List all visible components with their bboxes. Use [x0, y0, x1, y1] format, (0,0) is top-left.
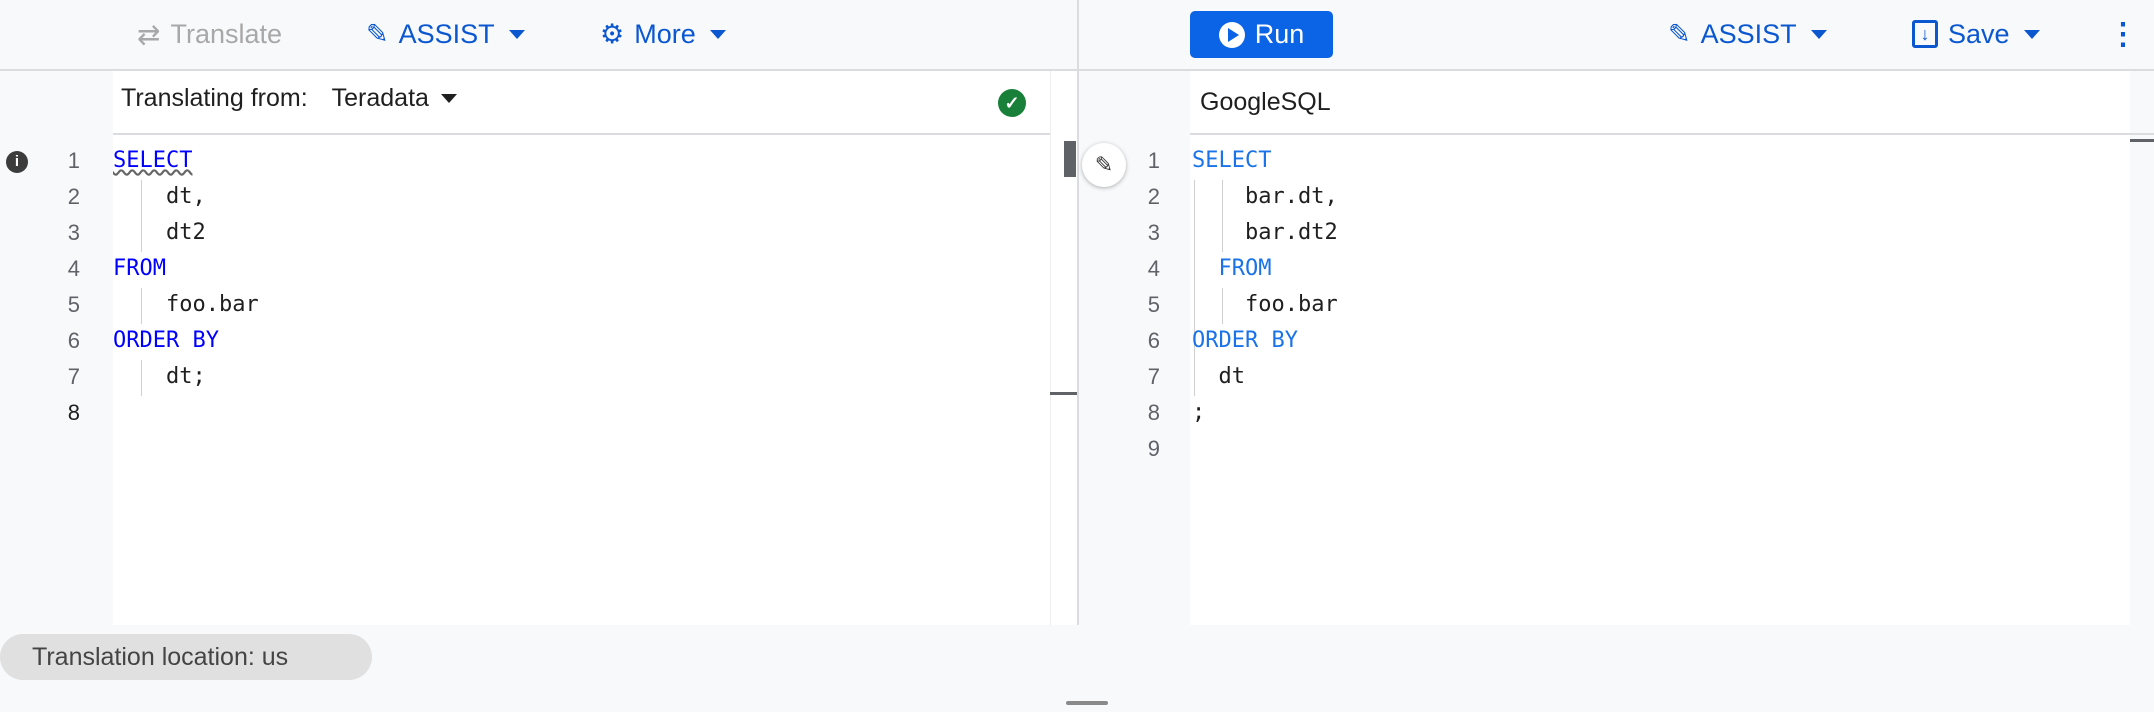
code-line: ORDER BY [113, 323, 219, 359]
dialect-select[interactable]: Teradata [332, 84, 457, 113]
code-line: ORDER BY [1192, 323, 1298, 359]
target-scrollbar[interactable] [2130, 139, 2154, 142]
pane-divider[interactable] [1077, 0, 1079, 625]
check-circle-icon: ✓ [998, 89, 1026, 117]
sparkle-pen-icon: ✎ [1668, 18, 1691, 49]
line-number: 4 [67, 256, 80, 281]
line-number: 4 [1147, 256, 1160, 281]
code-text: foo.bar [1192, 292, 1338, 317]
info-icon[interactable]: i [6, 151, 28, 173]
line-number: 2 [67, 184, 80, 209]
code-line: ; [1192, 395, 1205, 431]
sql-keyword: SELECT [113, 148, 193, 173]
code-line: SELECT [113, 143, 192, 179]
line-number: 1 [67, 148, 80, 173]
line-number: 6 [1147, 328, 1160, 353]
code-text: dt [1192, 364, 1245, 389]
sql-keyword: FROM [1192, 256, 1272, 281]
more-menu[interactable]: ⚙ More [600, 14, 726, 54]
code-line: bar.dt, [1192, 179, 1338, 215]
sql-keyword: FROM [113, 256, 166, 281]
sparkle-pen-icon: ✎ [366, 18, 389, 49]
code-text: bar.dt, [1192, 184, 1338, 209]
more-vert-icon[interactable]: ⋮ [2108, 17, 2138, 51]
line-number: 1 [1147, 148, 1160, 173]
line-number: 5 [1147, 292, 1160, 317]
code-line: SELECT [1192, 143, 1271, 179]
swap-arrows-icon: ⇄ [137, 18, 161, 50]
line-number: 5 [67, 292, 80, 317]
code-line: dt, [113, 179, 206, 215]
caret-down-icon [508, 29, 525, 39]
line-number: 3 [67, 220, 80, 245]
sql-keyword: ORDER BY [1192, 328, 1298, 353]
code-line: FROM [113, 251, 166, 287]
gear-icon: ⚙ [600, 18, 625, 49]
code-line: dt2 [113, 215, 206, 251]
line-number: 7 [67, 364, 80, 389]
line-number: 7 [1147, 364, 1160, 389]
caret-down-icon [2023, 29, 2040, 39]
code-line: dt [1192, 359, 1245, 395]
play-circle-icon [1218, 21, 1245, 48]
save-download-icon: ↓ [1912, 20, 1938, 48]
code-text: foo.bar [113, 292, 259, 317]
code-text: dt2 [113, 220, 206, 245]
target-dialect-label: GoogleSQL [1200, 88, 1331, 116]
code-text: dt, [113, 184, 206, 209]
code-line: foo.bar [1192, 287, 1338, 323]
line-number: 3 [1147, 220, 1160, 245]
assist-menu-left[interactable]: ✎ ASSIST [366, 14, 525, 54]
source-editor[interactable] [113, 71, 1050, 625]
code-text: ; [1192, 400, 1206, 425]
sparkle-pen-icon: ✎ [1094, 152, 1114, 177]
save-menu[interactable]: ↓ Save [1912, 14, 2040, 54]
line-number: 6 [67, 328, 80, 353]
line-number: 8 [67, 400, 80, 425]
code-line: dt; [113, 359, 206, 395]
line-number: 2 [1147, 184, 1160, 209]
source-dialect-header: Translating from: Teradata [121, 84, 457, 113]
translate-button[interactable]: ⇄ Translate [137, 18, 283, 50]
translation-location-chip[interactable]: Translation location: us [0, 634, 372, 680]
sql-keyword: SELECT [1192, 148, 1272, 173]
assist-menu-right[interactable]: ✎ ASSIST [1668, 14, 1827, 54]
target-editor[interactable] [1190, 71, 2130, 625]
code-line: foo.bar [113, 287, 259, 323]
code-text: dt; [113, 364, 206, 389]
sql-keyword: ORDER BY [113, 328, 219, 353]
caret-down-icon [440, 94, 457, 103]
run-button[interactable]: Run [1190, 11, 1333, 58]
resize-handle[interactable] [1066, 701, 1108, 705]
caret-down-icon [1810, 29, 1827, 39]
line-number: 8 [1147, 400, 1160, 425]
code-text: bar.dt2 [1192, 220, 1338, 245]
caret-down-icon [709, 29, 726, 39]
code-line: bar.dt2 [1192, 215, 1338, 251]
line-number: 9 [1147, 436, 1160, 461]
assist-fab-button[interactable]: ✎ [1082, 143, 1126, 187]
code-line: FROM [1192, 251, 1271, 287]
